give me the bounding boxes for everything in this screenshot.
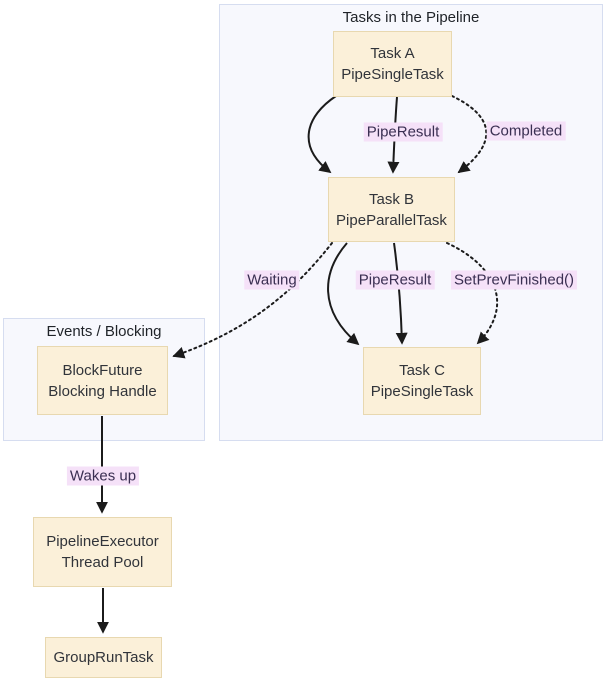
node-group-run-task-title: GroupRunTask <box>53 649 154 666</box>
cluster-tasks-pipeline-title: Tasks in the Pipeline <box>342 9 480 26</box>
node-task-c-subtitle: PipeSingleTask <box>370 383 474 400</box>
node-block-future-subtitle: Blocking Handle <box>48 382 157 400</box>
node-task-a-title: Task A <box>370 45 415 62</box>
edge-label-wakes-up: Wakes up <box>66 466 140 486</box>
cluster-events-blocking-title: Events / Blocking <box>46 323 162 340</box>
edge-label-pipe-result-b-c: PipeResult <box>355 270 435 290</box>
node-task-b-title: Task B <box>368 190 414 208</box>
node-task-b-subtitle: PipeParallelTask <box>336 211 447 229</box>
node-task-b: Task B PipeParallelTask <box>328 177 455 242</box>
cluster-events-blocking: Events / Blocking <box>3 318 205 441</box>
node-block-future: BlockFuture Blocking Handle <box>37 346 168 415</box>
edge-label-pipe-result-a-b: PipeResult <box>363 122 443 142</box>
edge-label-waiting: Waiting <box>244 270 300 290</box>
node-pipeline-executor-subtitle: Thread Pool <box>61 554 144 571</box>
node-task-a: Task A PipeSingleTask <box>333 31 452 97</box>
node-group-run-task: GroupRunTask <box>45 637 162 678</box>
node-block-future-title: BlockFuture <box>62 361 143 379</box>
node-task-a-subtitle: PipeSingleTask <box>341 66 444 83</box>
edge-label-set-prev-finished: SetPrevFinished() <box>450 270 578 290</box>
node-pipeline-executor-title: PipelineExecutor <box>46 533 159 550</box>
node-task-c: Task C PipeSingleTask <box>363 347 481 415</box>
edge-label-completed: Completed <box>486 121 566 141</box>
node-pipeline-executor: PipelineExecutor Thread Pool <box>33 517 172 587</box>
node-task-c-title: Task C <box>399 362 445 379</box>
